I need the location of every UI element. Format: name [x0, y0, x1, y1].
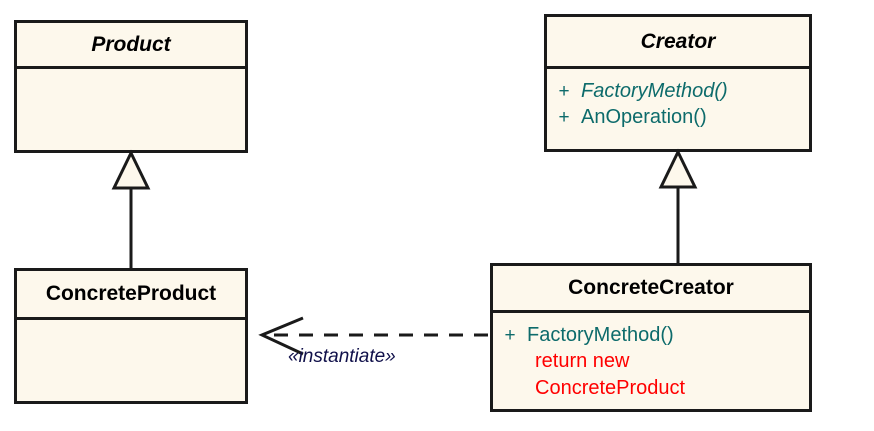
class-box-creator[interactable]: Creator + FactoryMethod() + AnOperation(…	[544, 14, 812, 152]
class-body-product	[17, 69, 245, 150]
generalization-concrete-product-to-product[interactable]	[111, 149, 151, 268]
class-name-creator: Creator	[640, 29, 716, 53]
member-visibility-icon: +	[558, 107, 570, 129]
member-visibility-icon: +	[558, 81, 570, 102]
class-body-concrete-product	[17, 320, 245, 401]
class-box-concrete-creator[interactable]: ConcreteCreator + FactoryMethod() return…	[490, 263, 812, 412]
class-member-row[interactable]: + AnOperation()	[547, 104, 809, 130]
class-title-band-concrete-product: ConcreteProduct	[17, 271, 245, 320]
class-member-row[interactable]: + FactoryMethod()	[547, 78, 809, 104]
class-title-band-concrete-creator: ConcreteCreator	[493, 266, 809, 313]
member-name: FactoryMethod()	[527, 324, 674, 346]
generalization-triangle-arrowhead	[111, 149, 151, 190]
member-visibility-icon: +	[504, 325, 516, 346]
class-title-band-product: Product	[17, 23, 245, 69]
class-body-concrete-creator: + FactoryMethod() return new ConcretePro…	[493, 313, 809, 409]
class-title-band-creator: Creator	[547, 17, 809, 69]
generalization-concrete-creator-to-creator[interactable]	[658, 148, 698, 263]
class-box-concrete-product[interactable]: ConcreteProduct	[14, 268, 248, 404]
class-name-concrete-creator: ConcreteCreator	[568, 276, 734, 299]
generalization-triangle-arrowhead	[658, 148, 698, 189]
edge-label-instantiate: «instantiate»	[288, 346, 396, 367]
member-name: FactoryMethod()	[581, 80, 728, 102]
class-member-row[interactable]: + FactoryMethod()	[493, 322, 809, 348]
member-note-line: return new	[535, 350, 630, 373]
class-box-product[interactable]: Product	[14, 20, 248, 153]
class-name-concrete-product: ConcreteProduct	[45, 282, 217, 305]
class-body-creator: + FactoryMethod() + AnOperation()	[547, 69, 809, 149]
class-name-product: Product	[91, 32, 171, 56]
member-note-line: ConcreteProduct	[535, 376, 686, 399]
member-name: AnOperation()	[581, 106, 707, 129]
